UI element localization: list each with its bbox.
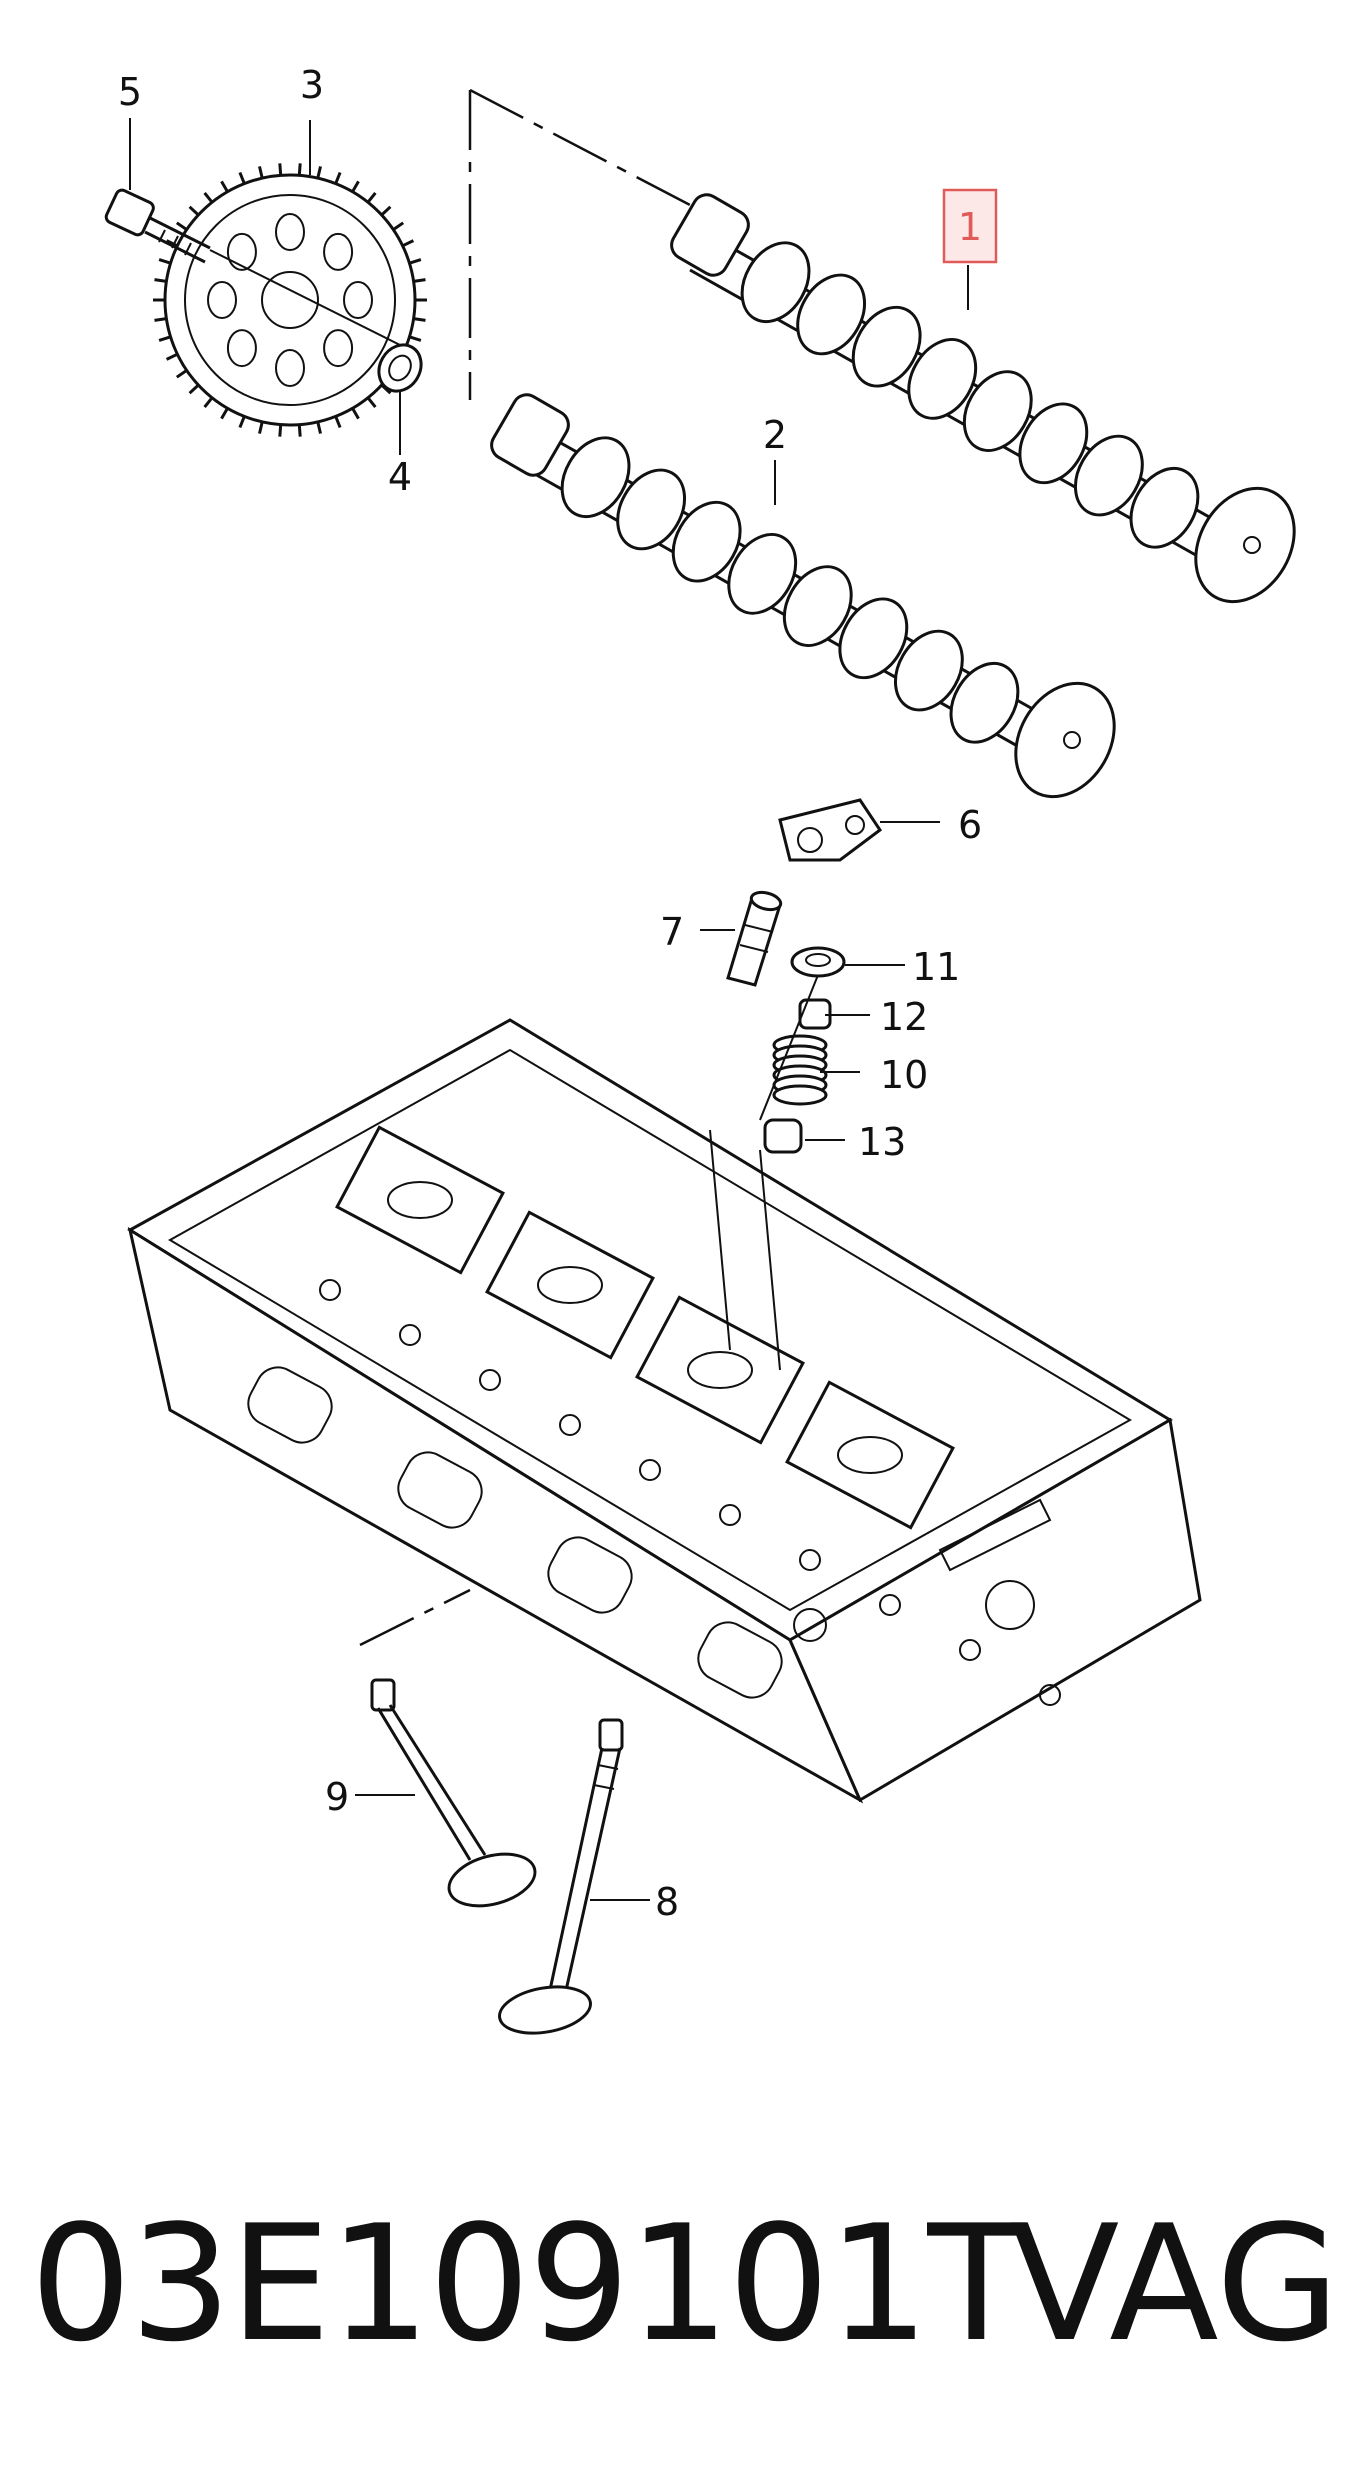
assembly-guide-lines: [359, 88, 691, 1647]
part-number: 03E109101T: [30, 2190, 1025, 2377]
valve-bore: [837, 1436, 903, 1474]
callout-1[interactable]: 1: [958, 205, 982, 249]
valve-spring[interactable]: [772, 1034, 828, 1106]
leader-lines: [129, 118, 969, 1901]
valve-bore: [537, 1266, 603, 1304]
camshaft-sprocket[interactable]: [153, 163, 427, 437]
exhaust-port: [697, 1621, 783, 1699]
callout-8[interactable]: 8: [655, 1880, 679, 1924]
cam-lobe: [560, 436, 631, 519]
callout-6[interactable]: 6: [958, 803, 982, 847]
bolt[interactable]: [104, 188, 421, 356]
cam-lobe: [1018, 402, 1089, 485]
sprocket-hole: [275, 349, 305, 387]
cam-lobe: [851, 305, 922, 388]
woodruff-key[interactable]: [371, 337, 430, 399]
spring-coil: [772, 1084, 828, 1106]
cam-lobe: [727, 533, 798, 615]
callout-3[interactable]: 3: [300, 63, 324, 107]
cam-lobe: [740, 241, 811, 324]
valve-bore: [687, 1351, 753, 1389]
spring-seat[interactable]: [763, 1118, 803, 1154]
head-bolt-hole: [479, 1369, 501, 1391]
cam-lobe: [1073, 434, 1144, 517]
cam-lobe: [671, 500, 742, 583]
head-bolt-hole: [319, 1279, 341, 1301]
brand-name: VAG: [1010, 2190, 1340, 2377]
highlight-box: [942, 188, 998, 264]
exhaust-port: [247, 1366, 333, 1444]
head-bolt-hole: [399, 1324, 421, 1346]
cam-lobe: [796, 273, 867, 356]
head-bolt-hole: [959, 1639, 981, 1661]
callout-13[interactable]: 13: [858, 1120, 906, 1164]
valve-bore: [387, 1181, 453, 1219]
callout-7[interactable]: 7: [660, 910, 684, 954]
sprocket-hole: [323, 329, 354, 368]
sprocket-hole: [323, 232, 354, 271]
combustion-chamber-block: [785, 1380, 955, 1530]
combustion-chamber-block: [485, 1210, 655, 1360]
combustion-chamber-block: [335, 1125, 505, 1275]
head-bolt-hole: [879, 1594, 901, 1616]
head-bolt-hole: [639, 1459, 661, 1481]
sprocket-hole: [207, 281, 237, 319]
sprocket-hole: [343, 281, 373, 319]
exhaust-port: [547, 1536, 633, 1614]
callout-2[interactable]: 2: [763, 413, 787, 457]
cam-lobe: [1129, 466, 1200, 549]
callout-5[interactable]: 5: [118, 70, 142, 114]
head-bolt-hole: [1039, 1684, 1061, 1706]
callout-11[interactable]: 11: [912, 945, 960, 989]
camshaft-2[interactable]: [487, 390, 1134, 815]
cam-lobe: [949, 661, 1020, 744]
callout-9[interactable]: 9: [325, 1775, 349, 1819]
callout-labels: 1 2 3 4 5 6 7 8 9 10 11 12 13: [118, 63, 998, 1924]
cam-lobe: [616, 468, 687, 551]
callout-10[interactable]: 10: [880, 1053, 928, 1097]
sprocket-hole: [226, 232, 257, 271]
cam-lobe: [893, 629, 964, 712]
head-bolt-hole: [719, 1504, 741, 1526]
cam-lobe: [838, 597, 909, 680]
combustion-chamber-block: [635, 1295, 805, 1445]
camshaft-1[interactable]: [667, 190, 1314, 620]
callout-4[interactable]: 4: [388, 455, 412, 499]
hydraulic-lifter[interactable]: [726, 890, 783, 987]
roller-rocker-arm[interactable]: [778, 798, 883, 862]
cam-lobe: [782, 565, 853, 647]
intake-valve[interactable]: [370, 1678, 541, 1915]
cam-lobe: [907, 338, 978, 420]
head-bolt-hole: [799, 1549, 821, 1571]
callout-12[interactable]: 12: [880, 995, 928, 1039]
head-bolt-hole: [559, 1414, 581, 1436]
exhaust-valve[interactable]: [496, 1718, 624, 2040]
cylinder-head[interactable]: [127, 1018, 1202, 1804]
cam-lobe: [962, 370, 1033, 452]
sprocket-hole: [226, 329, 257, 368]
valve-stem-seal[interactable]: [790, 946, 846, 978]
sprocket-hole: [275, 213, 305, 251]
exhaust-port: [397, 1451, 483, 1529]
